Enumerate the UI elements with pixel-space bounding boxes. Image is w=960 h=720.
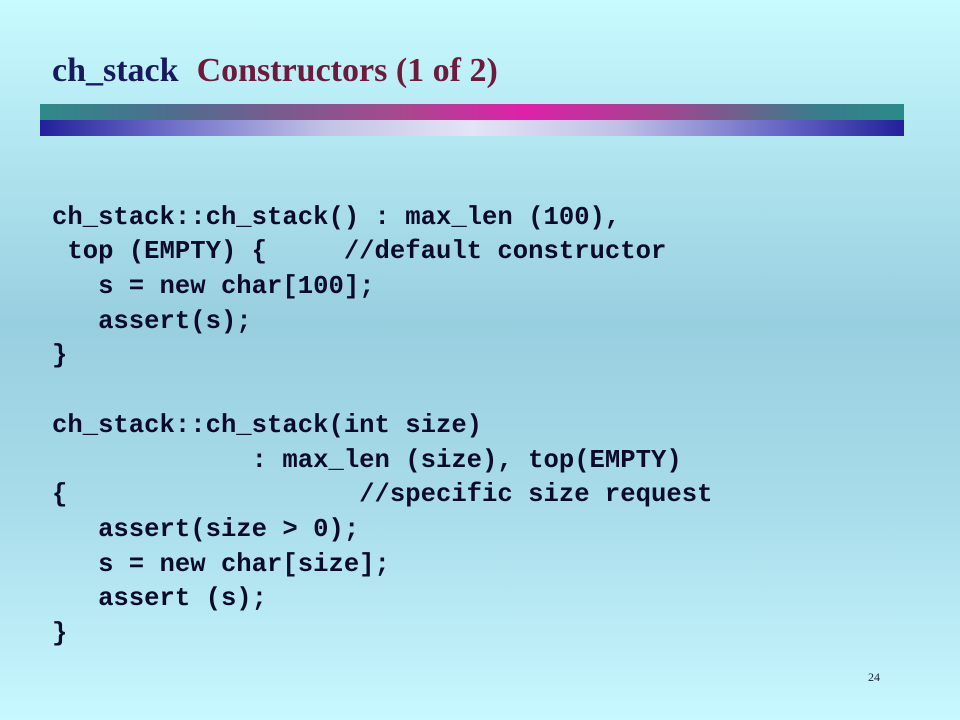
page-number: 24: [868, 670, 880, 684]
code-line: { //specific size request: [52, 480, 713, 510]
decorative-bar-top: [40, 104, 904, 120]
slide-title: ch_stack Constructors (1 of 2): [52, 54, 498, 88]
code-line: assert(s);: [52, 306, 252, 336]
title-subject: Constructors (1 of 2): [196, 52, 498, 89]
code-line: }: [52, 618, 68, 648]
code-block: ch_stack::ch_stack() : max_len (100), to…: [52, 166, 712, 686]
title-class-name: ch_stack: [52, 52, 179, 89]
decorative-bar-bottom: [40, 120, 904, 136]
code-line: : max_len (size), top(EMPTY): [52, 445, 682, 475]
code-line: s = new char[100];: [52, 272, 375, 302]
code-line: }: [52, 341, 68, 371]
code-line: [52, 374, 712, 409]
code-line: assert (s);: [52, 584, 268, 614]
code-line: ch_stack::ch_stack(int size): [52, 410, 483, 440]
code-line: assert(size > 0);: [52, 514, 360, 544]
code-line: s = new char[size];: [52, 549, 390, 579]
code-line: ch_stack::ch_stack() : max_len (100),: [52, 202, 621, 232]
code-line: top (EMPTY) { //default constructor: [52, 237, 667, 267]
